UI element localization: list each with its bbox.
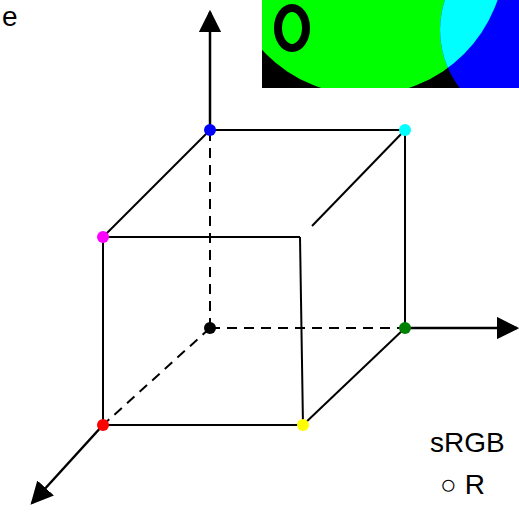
axes — [32, 12, 517, 503]
bullet-item: ○ R — [440, 470, 485, 501]
cube-edges — [103, 130, 405, 425]
slide-text-fragment: e — [2, 2, 18, 33]
slide-text: sRGB — [430, 428, 505, 459]
vertex-dots — [97, 124, 411, 431]
color-circle-image — [262, 0, 519, 88]
hidden-edges — [103, 130, 405, 425]
